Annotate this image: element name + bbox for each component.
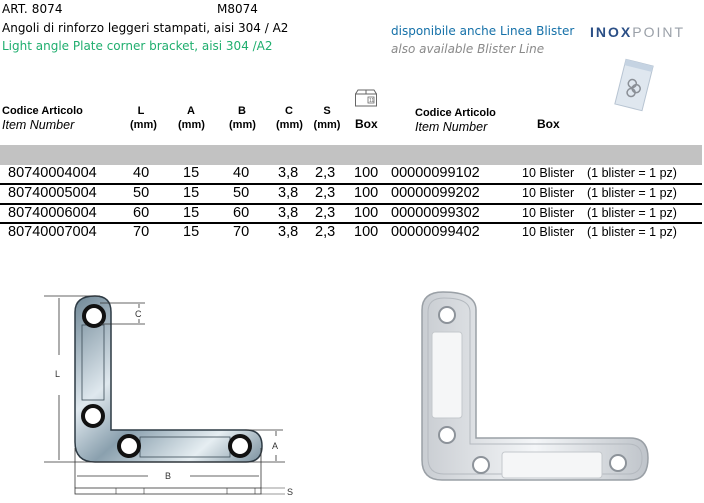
column-header-a-unit: (mm) [178, 119, 205, 131]
technical-drawing: L C A B S [44, 295, 293, 497]
column-header-box2: Box [537, 117, 560, 131]
cell-c: 3,8 [278, 224, 299, 240]
column-header-s-label: S [323, 105, 331, 117]
dimension-label-s: S [287, 487, 293, 497]
column-header-b: B (mm) [229, 104, 256, 132]
cell-blister-note: (1 blister = 1 pz) [587, 166, 677, 180]
cell-blister-code: 00000099102 [391, 165, 480, 181]
cell-b: 40 [233, 165, 250, 181]
cell-box: 100 [354, 224, 379, 240]
cell-s: 2,3 [315, 205, 336, 221]
cell-s: 2,3 [315, 165, 336, 181]
cell-l: 50 [133, 185, 150, 201]
column-header-s-unit: (mm) [313, 119, 341, 131]
cell-box: 100 [354, 165, 379, 181]
brand-logo-part1: INOX [590, 24, 633, 40]
cell-box: 100 [354, 205, 379, 221]
table-row: 80740007004 70 15 70 3,8 2,3 100 0000009… [0, 223, 702, 242]
column-header-a-label: A [187, 105, 195, 117]
cell-code: 80740005004 [8, 185, 97, 201]
blister-pack-image [614, 58, 654, 112]
cell-a: 15 [183, 165, 200, 181]
column-header-code-en: Item Number [2, 118, 75, 132]
column-header-c-label: C [285, 105, 293, 117]
cell-c: 3,8 [278, 165, 299, 181]
cell-blister-box: 10 Blister [522, 186, 575, 200]
brand-logo: INOXPOINT [590, 24, 685, 40]
cell-a: 15 [183, 205, 200, 221]
column-header-a: A (mm) [178, 104, 205, 132]
column-header-l-unit: (mm) [130, 119, 157, 131]
column-header-code2-en: Item Number [415, 120, 488, 134]
cell-blister-note: (1 blister = 1 pz) [587, 206, 677, 220]
svg-text:11: 11 [369, 98, 374, 104]
dimension-label-c: C [135, 309, 142, 319]
box-icon: 11 [355, 89, 377, 107]
table-row: 80740005004 50 15 50 3,8 2,3 100 0000009… [0, 184, 702, 203]
cell-b: 70 [233, 224, 250, 240]
row-divider [0, 222, 702, 224]
cell-b: 50 [233, 185, 250, 201]
product-photo [421, 291, 649, 481]
model-code: M8074 [217, 2, 258, 16]
cell-a: 15 [183, 185, 200, 201]
row-divider [0, 203, 702, 205]
cell-blister-box: 10 Blister [522, 206, 575, 220]
dimension-label-l: L [55, 369, 60, 379]
column-header-l: L (mm) [130, 104, 157, 132]
description-english: Light angle Plate corner bracket, aisi 3… [2, 39, 273, 53]
cell-blister-code: 00000099402 [391, 224, 480, 240]
cell-code: 80740007004 [8, 224, 97, 240]
cell-blister-code: 00000099302 [391, 205, 480, 221]
table-row: 80740004004 40 15 40 3,8 2,3 100 0000009… [0, 164, 702, 183]
dimension-label-a: A [272, 441, 278, 451]
article-number: ART. 8074 [2, 2, 63, 16]
column-header-b-unit: (mm) [229, 119, 256, 131]
cell-blister-note: (1 blister = 1 pz) [587, 225, 677, 239]
table-header-bar [0, 145, 702, 165]
column-header-c: C (mm) [276, 104, 303, 132]
column-header-b-label: B [238, 105, 246, 117]
column-header-code2-it: Codice Articolo [415, 107, 496, 119]
cell-l: 70 [133, 224, 150, 240]
column-header-l-label: L [137, 105, 145, 117]
cell-c: 3,8 [278, 205, 299, 221]
column-header-s: S (mm) [313, 104, 341, 132]
cell-box: 100 [354, 185, 379, 201]
cell-code: 80740006004 [8, 205, 97, 221]
cell-blister-box: 10 Blister [522, 166, 575, 180]
column-header-c-unit: (mm) [276, 119, 303, 131]
cell-c: 3,8 [278, 185, 299, 201]
blister-note-english: also available Blister Line [391, 42, 545, 56]
column-header-item-number: Codice Articolo Item Number [2, 104, 83, 132]
cell-blister-box: 10 Blister [522, 225, 575, 239]
cell-code: 80740004004 [8, 165, 97, 181]
description-italian: Angoli di rinforzo leggeri stampati, ais… [2, 21, 289, 35]
column-header-blister-item-number: Codice Articolo Item Number [415, 106, 496, 134]
column-header-box: Box [355, 117, 378, 131]
row-divider [0, 183, 702, 185]
cell-b: 60 [233, 205, 250, 221]
cell-l: 40 [133, 165, 150, 181]
cell-s: 2,3 [315, 185, 336, 201]
cell-a: 15 [183, 224, 200, 240]
cell-blister-note: (1 blister = 1 pz) [587, 186, 677, 200]
blister-note-italian: disponibile anche Linea Blister [391, 24, 575, 38]
table-row: 80740006004 60 15 60 3,8 2,3 100 0000009… [0, 204, 702, 223]
brand-logo-part2: POINT [632, 24, 686, 40]
cell-l: 60 [133, 205, 150, 221]
cell-blister-code: 00000099202 [391, 185, 480, 201]
cell-s: 2,3 [315, 224, 336, 240]
column-header-code-it: Codice Articolo [2, 105, 83, 117]
dimension-label-b: B [165, 471, 171, 481]
